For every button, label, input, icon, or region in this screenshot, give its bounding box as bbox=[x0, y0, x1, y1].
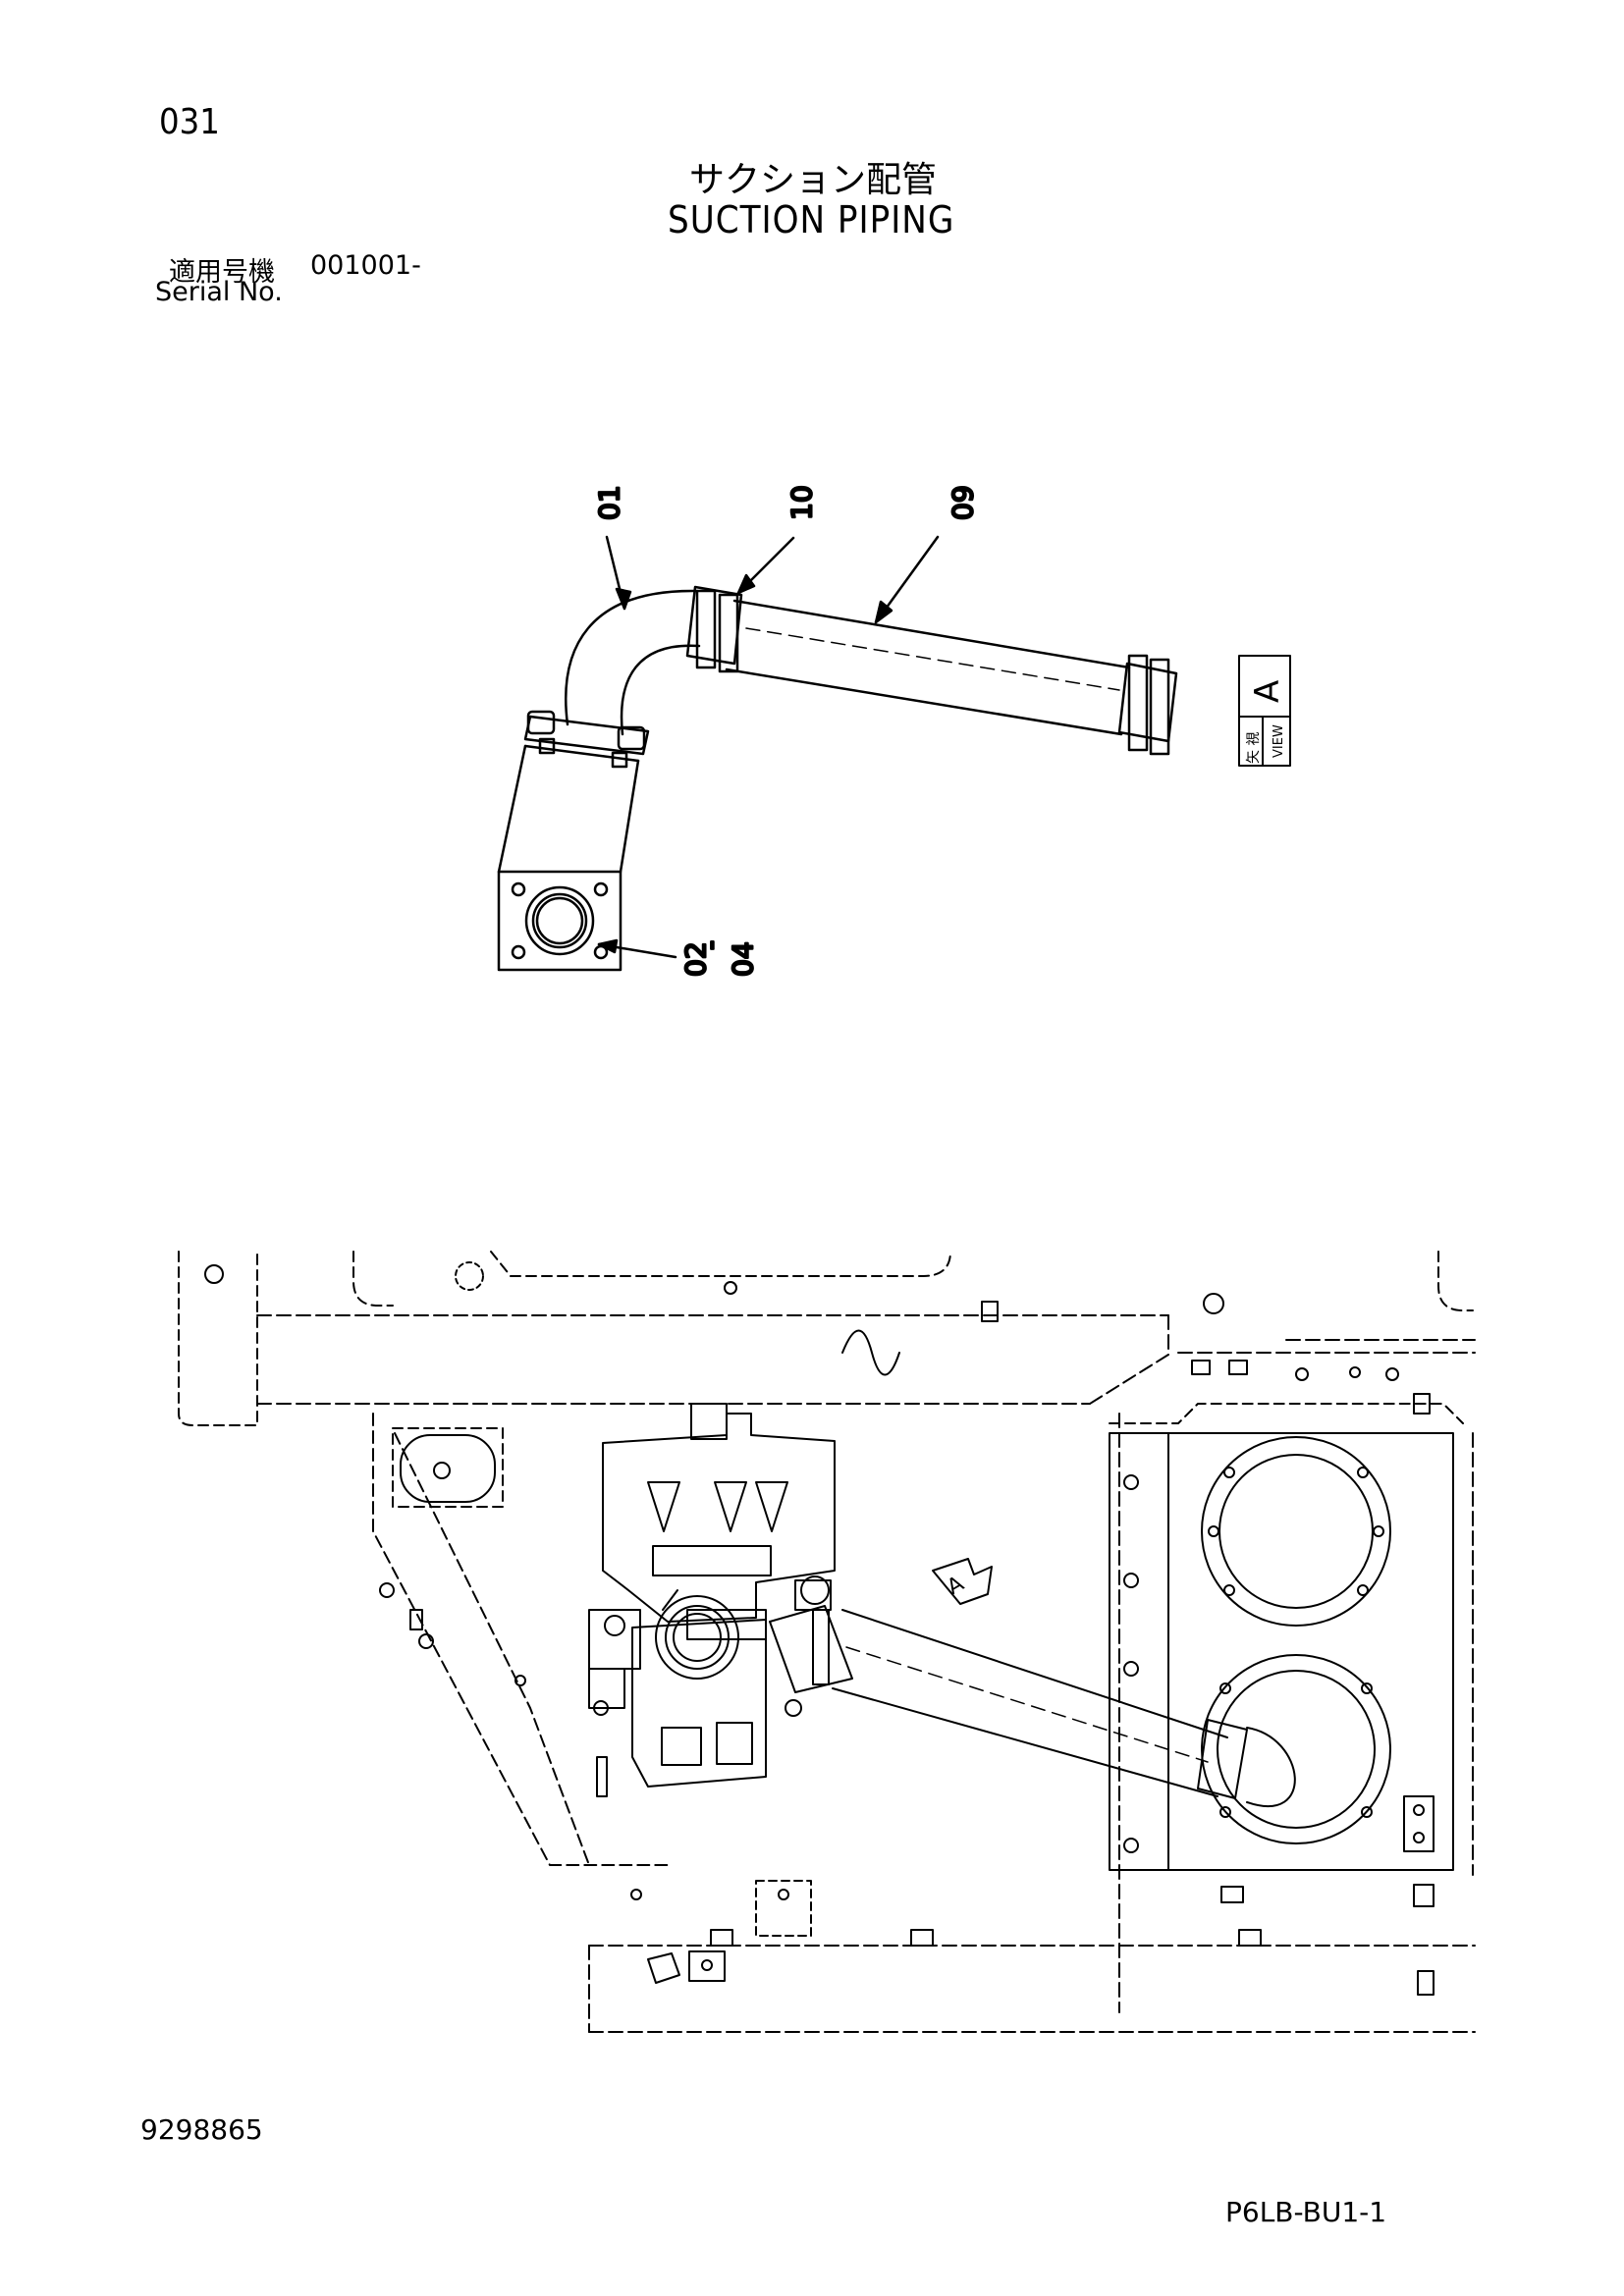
swing-gearbox bbox=[1109, 1432, 1454, 1871]
view-a-box: A 矢 視 VIEW bbox=[1238, 655, 1291, 767]
view-arrow-letter: A bbox=[944, 1572, 969, 1600]
title-japanese: サクション配管 bbox=[689, 160, 938, 200]
serial-range: 001001- bbox=[310, 250, 421, 281]
machine-assembly-view: A bbox=[178, 1251, 1476, 2033]
drawing-code: P6LB-BU1-1 bbox=[1225, 2196, 1387, 2228]
view-a-arrow bbox=[932, 1558, 993, 1605]
serial-label-japanese: 適用号機 bbox=[169, 257, 275, 288]
suction-pipe-detail bbox=[497, 535, 1178, 972]
callout-02: 02 bbox=[679, 941, 712, 977]
suction-hose bbox=[732, 599, 1131, 669]
hose-coupling bbox=[685, 585, 743, 666]
elbow-pipe bbox=[565, 589, 699, 726]
flange-port bbox=[524, 885, 595, 956]
svg-text:-: - bbox=[694, 940, 727, 950]
view-label-japanese: 矢 視 bbox=[1246, 732, 1262, 764]
view-label-english: VIEW bbox=[1272, 724, 1286, 758]
view-a-letter: A bbox=[1248, 680, 1287, 703]
document-number: 9298865 bbox=[140, 2113, 263, 2146]
hydraulic-pump bbox=[602, 1413, 836, 1623]
suction-flange bbox=[497, 870, 623, 972]
page-number: 031 bbox=[159, 102, 220, 142]
callout-04: 04 bbox=[727, 941, 759, 977]
callout-01: 01 bbox=[593, 485, 625, 520]
callout-10: 10 bbox=[785, 485, 818, 520]
title-english: SUCTION PIPING bbox=[668, 198, 955, 241]
callout-09: 09 bbox=[947, 485, 979, 520]
serial-label-english: Serial No. bbox=[155, 277, 283, 307]
